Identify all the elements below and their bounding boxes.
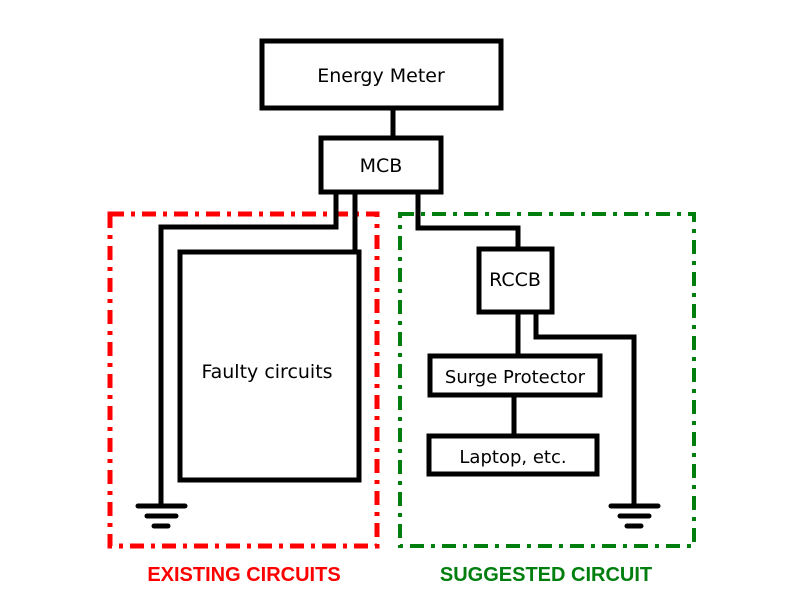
- earth-ground-icon: [135, 503, 188, 529]
- rccb-label: RCCB: [489, 269, 541, 291]
- suggested-circuit-boundary: [398, 212, 696, 548]
- rccb-box: [476, 246, 555, 315]
- mcb-label: MCB: [360, 155, 403, 177]
- faulty-circuits-label: Faulty circuits: [201, 361, 332, 383]
- faulty-circuits-box: [177, 249, 362, 483]
- wire-mcb-to-existing-earth: [158, 192, 339, 506]
- mcb-box: [318, 135, 444, 195]
- laptop-label: Laptop, etc.: [459, 447, 566, 468]
- energy-meter-box: [259, 38, 504, 111]
- existing-circuits-boundary: [107, 211, 380, 549]
- existing-circuits-caption: EXISTING CIRCUITS: [147, 564, 340, 586]
- wire-mcb-to-rccb: [415, 192, 521, 249]
- surge-protector-box: [427, 353, 603, 398]
- wire-rccb-to-suggested-earth: [533, 312, 637, 506]
- laptop-box: [426, 433, 600, 477]
- suggested-circuit-caption: SUGGESTED CIRCUIT: [440, 564, 652, 586]
- earth-ground-icon: [608, 503, 661, 529]
- energy-meter-label: Energy Meter: [317, 65, 445, 87]
- surge-protector-label: Surge Protector: [445, 367, 586, 388]
